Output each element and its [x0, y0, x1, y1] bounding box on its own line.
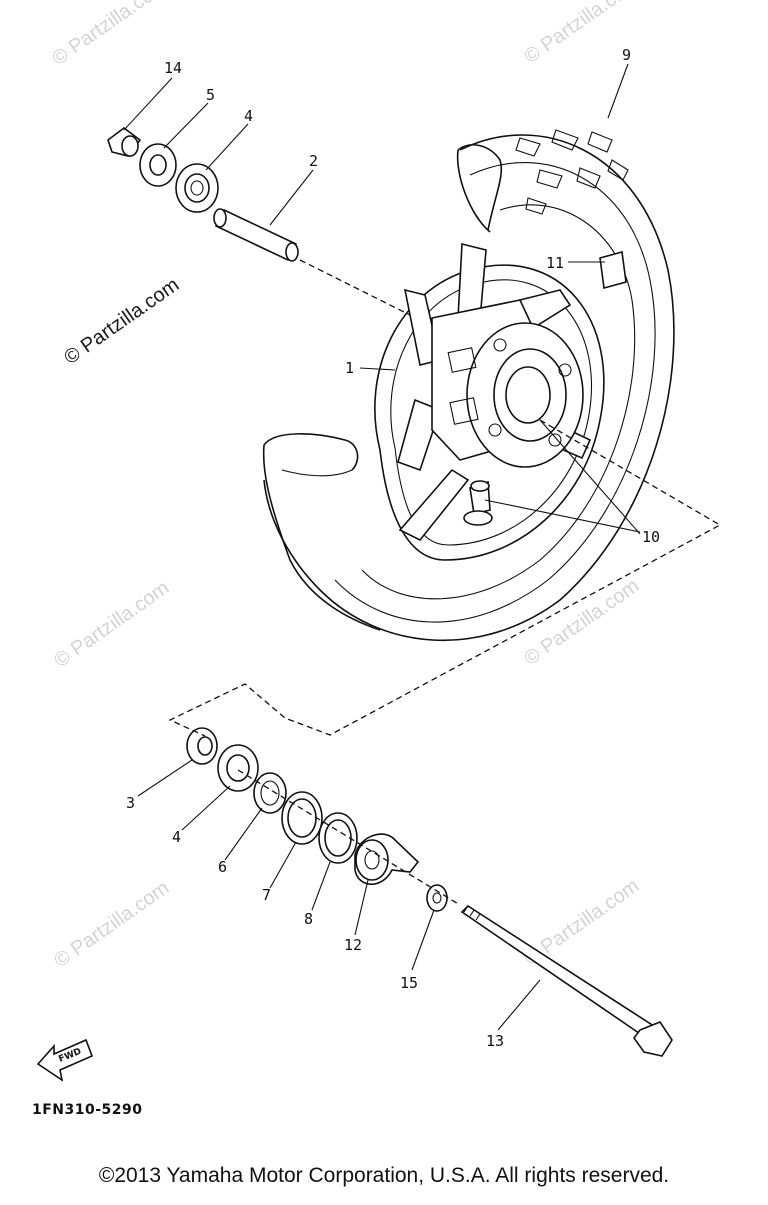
- callout-3: 3: [126, 794, 135, 812]
- callout-9: 9: [622, 46, 631, 64]
- valve-stem: [463, 480, 493, 526]
- watermark-dark: © Partzilla.com: [60, 274, 183, 369]
- callout-2: 2: [309, 152, 318, 170]
- watermark-low-left: © Partzilla.com: [50, 877, 173, 972]
- callout-4-top: 4: [244, 107, 253, 125]
- watermark-top-left: © Partzilla.com: [48, 0, 171, 70]
- callout-15: 15: [400, 974, 418, 992]
- callout-6: 6: [218, 858, 227, 876]
- wheel-assembly: [262, 129, 675, 642]
- seal-part-3: [186, 727, 218, 765]
- wheel-hub: [431, 299, 584, 468]
- callout-14: 14: [164, 59, 182, 77]
- washer-part-8: [318, 812, 358, 864]
- bearing-part-4-top: [175, 163, 219, 213]
- callout-leaders: [123, 63, 641, 1031]
- washer-part-15: [426, 884, 448, 912]
- oil-seal-part-5: [139, 143, 177, 187]
- ring-part-6: [253, 772, 287, 814]
- callout-5: 5: [206, 86, 215, 104]
- spacer-part-2: [213, 208, 299, 262]
- callout-1: 1: [345, 359, 354, 377]
- collar-part-14: [107, 127, 142, 157]
- forward-arrow: FWD: [36, 1038, 94, 1082]
- callout-12: 12: [344, 936, 362, 954]
- tire-outline: [263, 134, 675, 642]
- callout-labels: 1 2 3 4 4 5 6 7 8 9 10 11 12 13 14 15: [126, 46, 660, 1050]
- watermark-mid-left: © Partzilla.com: [50, 577, 173, 672]
- bearing-part-4-bottom: [217, 744, 259, 792]
- copyright-notice: ©2013 Yamaha Motor Corporation, U.S.A. A…: [98, 1164, 670, 1187]
- callout-8: 8: [304, 910, 313, 928]
- callout-11: 11: [546, 254, 564, 272]
- callout-4-bottom: 4: [172, 828, 181, 846]
- gear-unit-part-12: [354, 833, 420, 885]
- tread-pattern: [515, 129, 629, 215]
- callout-13: 13: [486, 1032, 504, 1050]
- axle-part-13: [460, 904, 673, 1057]
- axis-leader-lines: [168, 259, 722, 906]
- diagram-part-code: 1FN310-5290: [32, 1102, 143, 1118]
- balance-weight: [599, 250, 627, 290]
- callout-10: 10: [642, 528, 660, 546]
- callout-7: 7: [262, 886, 271, 904]
